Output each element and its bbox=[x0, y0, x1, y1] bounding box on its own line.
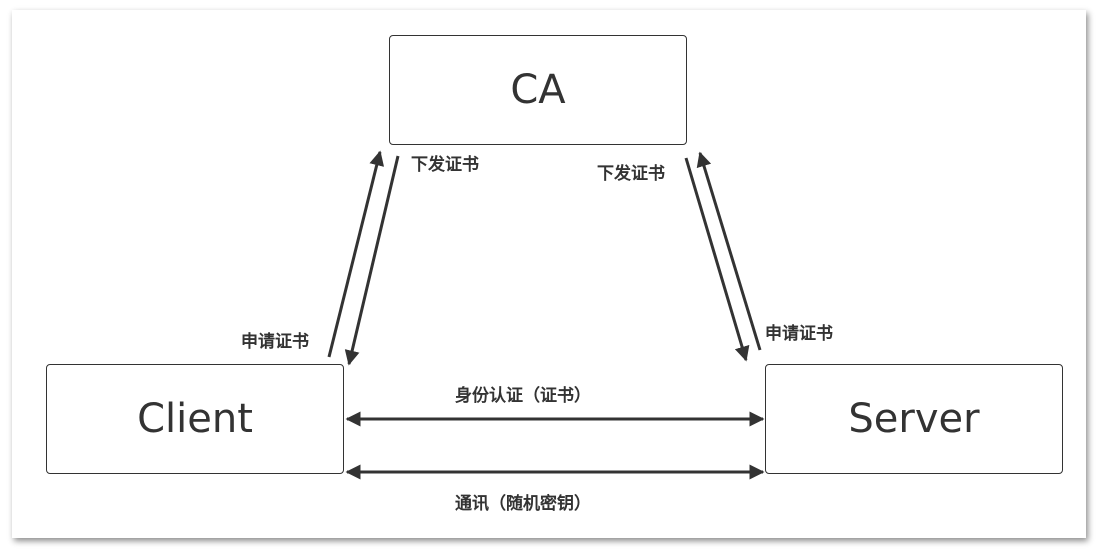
client-node: Client bbox=[46, 364, 344, 474]
ca-node: CA bbox=[389, 35, 687, 145]
server-node: Server bbox=[765, 364, 1063, 474]
client-issue-label: 下发证书 bbox=[411, 155, 479, 175]
server-issue-arrow bbox=[684, 157, 750, 362]
ca-node-label: CA bbox=[510, 67, 566, 113]
server-node-label: Server bbox=[848, 396, 980, 442]
communication-label: 通讯（随机密钥） bbox=[455, 494, 591, 514]
client-request-arrow bbox=[327, 150, 385, 358]
server-request-label: 申请证书 bbox=[765, 324, 833, 344]
client-node-label: Client bbox=[137, 396, 253, 442]
server-issue-label: 下发证书 bbox=[597, 164, 665, 184]
client-issue-arrow bbox=[344, 155, 400, 366]
client-request-label: 申请证书 bbox=[241, 332, 309, 352]
identity-label: 身份认证（证书） bbox=[455, 386, 591, 406]
server-request-arrow bbox=[696, 151, 762, 351]
